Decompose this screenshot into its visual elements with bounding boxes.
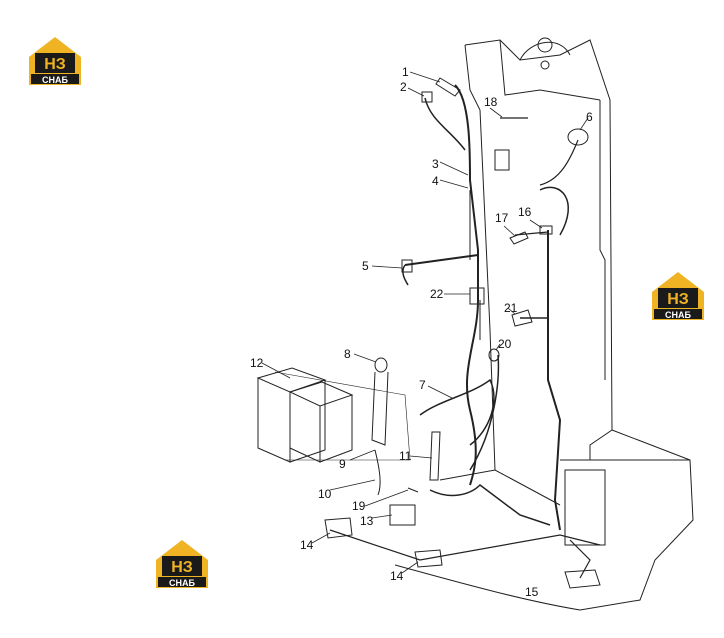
leader-lines (261, 71, 589, 574)
callout-4: 4 (432, 174, 439, 188)
harness-lead-5 (402, 264, 409, 286)
callout-19: 19 (352, 499, 366, 513)
base-bottom-curve (394, 564, 581, 611)
callout-20: 20 (498, 337, 512, 351)
callout-15: 15 (525, 585, 539, 599)
harness-branch-5 (404, 254, 479, 266)
component-15 (564, 569, 601, 589)
callout-6: 6 (586, 110, 593, 124)
base-right (579, 429, 694, 611)
callout-5: 5 (362, 259, 369, 273)
component-14a (324, 517, 353, 539)
harness-branch-7 (419, 378, 495, 446)
snab-logo-right: НЗ СНАБ (650, 270, 706, 322)
callout-7: 7 (419, 378, 426, 392)
component-6 (567, 128, 589, 146)
callout-14a: 14 (300, 538, 314, 552)
callout-22: 22 (430, 287, 444, 301)
side-box (564, 469, 606, 546)
component-20 (488, 348, 500, 362)
logo-letters: НЗ (667, 291, 689, 308)
component-13 (389, 504, 416, 526)
callout-1: 1 (402, 65, 409, 79)
pivot-hole-2 (540, 60, 550, 70)
callout-9: 9 (339, 457, 346, 471)
callout-3: 3 (432, 157, 439, 171)
frame-right-outline (464, 39, 613, 460)
callout-10: 10 (318, 487, 332, 501)
callout-12: 12 (250, 356, 264, 370)
component-8 (374, 357, 388, 373)
snab-logo-top-left: НЗ СНАБ (27, 35, 83, 87)
component-16 (539, 225, 553, 235)
frame-top-arch (519, 41, 571, 61)
logo-letters: НЗ (171, 559, 193, 576)
component-19 (407, 487, 419, 493)
logo-word: СНАБ (42, 75, 68, 85)
callout-16: 16 (518, 205, 532, 219)
harness-branch-6 (539, 186, 570, 236)
component-14b (414, 549, 443, 568)
component-11 (429, 431, 441, 481)
component-9 (371, 371, 389, 446)
battery-1-front (257, 378, 291, 463)
frame-left-outline (464, 44, 496, 471)
callout-21: 21 (504, 301, 518, 315)
component-5 (401, 259, 413, 273)
harness-branch-20 (469, 354, 500, 471)
component-22 (469, 287, 485, 305)
logo-word: СНАБ (169, 578, 195, 588)
harness-branch-17 (514, 231, 549, 236)
harness-main-left (454, 84, 479, 486)
callout-layer: 1 2 3 4 5 6 7 8 9 10 11 12 13 14 14 15 1… (250, 65, 593, 599)
component-2 (421, 91, 433, 103)
harness-to-6 (539, 139, 579, 186)
callout-18: 18 (484, 95, 498, 109)
harness-main-right (547, 230, 562, 531)
battery-2-top (288, 381, 354, 407)
frame-bracket (494, 149, 510, 171)
pivot-hole-1 (537, 37, 553, 53)
callout-14b: 14 (390, 569, 404, 583)
floor-edge (439, 469, 561, 506)
frame-inner-edge (599, 100, 606, 380)
component-21 (511, 309, 533, 327)
snab-logo-bottom-left: НЗ СНАБ (154, 538, 210, 590)
callout-2: 2 (400, 80, 407, 94)
battery-2-front (289, 392, 321, 463)
battery-outline-box (274, 371, 411, 461)
logo-letters: НЗ (44, 56, 66, 73)
callout-8: 8 (344, 347, 351, 361)
component-17 (509, 231, 529, 245)
battery-1-top (256, 367, 327, 393)
callout-17: 17 (495, 211, 509, 225)
battery-2-side (319, 395, 353, 463)
callout-13: 13 (360, 514, 374, 528)
harness-bottom-left (429, 484, 551, 526)
component-10 (374, 449, 381, 496)
harness-bottom-run (329, 529, 601, 561)
frame-top-cross (499, 39, 601, 101)
harness-branch-2 (424, 97, 466, 151)
component-1 (435, 77, 461, 97)
logo-word: СНАБ (665, 310, 691, 320)
harness-lead-15 (569, 539, 591, 579)
callout-11: 11 (399, 449, 412, 463)
frame-mid-lines (469, 190, 481, 340)
